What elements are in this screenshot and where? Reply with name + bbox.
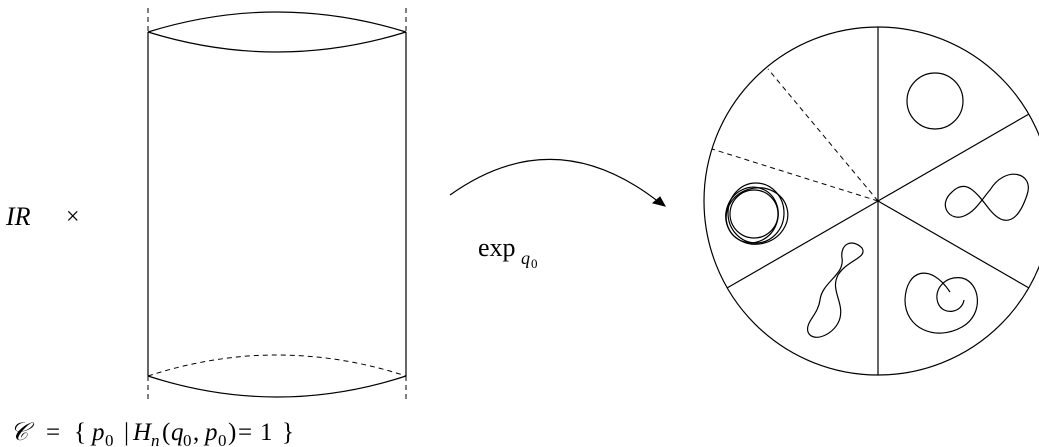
sector-divider-lower-right xyxy=(877,200,1030,289)
caption-bar: | xyxy=(124,419,129,446)
caption-script-c: 𝒞 xyxy=(10,419,35,446)
reals-symbol: IR xyxy=(5,202,31,231)
caption-open-brace: { xyxy=(74,419,86,446)
caption-comma: , xyxy=(193,419,199,446)
caption-open-paren: ( xyxy=(162,419,170,446)
exp-sub-0: 0 xyxy=(531,256,538,271)
cylinder-top-front-edge xyxy=(147,31,407,53)
disk-boundary xyxy=(703,26,1039,376)
sector-divider-lower-left xyxy=(726,200,879,289)
caption-p2-sub: 0 xyxy=(218,431,227,447)
exp-map-arrow: exp q 0 xyxy=(449,158,666,271)
caption-equals: = xyxy=(46,419,60,446)
loop-2 xyxy=(727,182,785,244)
caption-p: p xyxy=(90,419,105,446)
cylinder-bottom-hidden-edge xyxy=(147,354,407,377)
caption-q-sub: 0 xyxy=(183,431,192,447)
caption-h-sub: n xyxy=(151,431,160,447)
exp-label: exp xyxy=(478,233,516,262)
multiple-loops-curve-icon xyxy=(725,182,789,245)
arrow-label: exp q 0 xyxy=(478,233,538,271)
target-disk xyxy=(703,26,1039,376)
closed-geodesic-circle-icon xyxy=(906,72,964,130)
s-curve-icon xyxy=(806,242,864,338)
caption-close-brace: } xyxy=(282,419,294,446)
cylinder-top-back-edge xyxy=(147,11,407,33)
exp-sub-q: q xyxy=(521,248,530,268)
caption-close-paren: ) xyxy=(228,419,236,446)
caption-p-sub: 0 xyxy=(105,431,114,447)
figure-eight-curve-icon xyxy=(944,173,1029,221)
dashed-ray-lower xyxy=(711,148,879,202)
dashed-ray-upper xyxy=(767,68,879,202)
sector-divider-upper-right xyxy=(877,113,1030,202)
times-symbol: × xyxy=(66,204,80,230)
caption-p2: p xyxy=(203,419,218,446)
caption-q: q xyxy=(171,419,184,446)
cylinder-caption: 𝒞 = { p 0 | H n ( q 0 , p 0 ) = 1 } xyxy=(10,419,294,447)
cylinder-bottom-front-edge xyxy=(147,375,407,398)
spiral-loop-curve-icon xyxy=(904,272,978,334)
caption-h: H xyxy=(132,419,153,446)
caption-one: 1 xyxy=(260,419,273,446)
caption-equals-2: = xyxy=(238,419,252,446)
loop-4 xyxy=(725,187,789,245)
cylinder xyxy=(147,8,407,400)
arrow-head xyxy=(651,196,666,207)
loop-1 xyxy=(729,189,779,239)
arrow-curve xyxy=(449,158,661,204)
